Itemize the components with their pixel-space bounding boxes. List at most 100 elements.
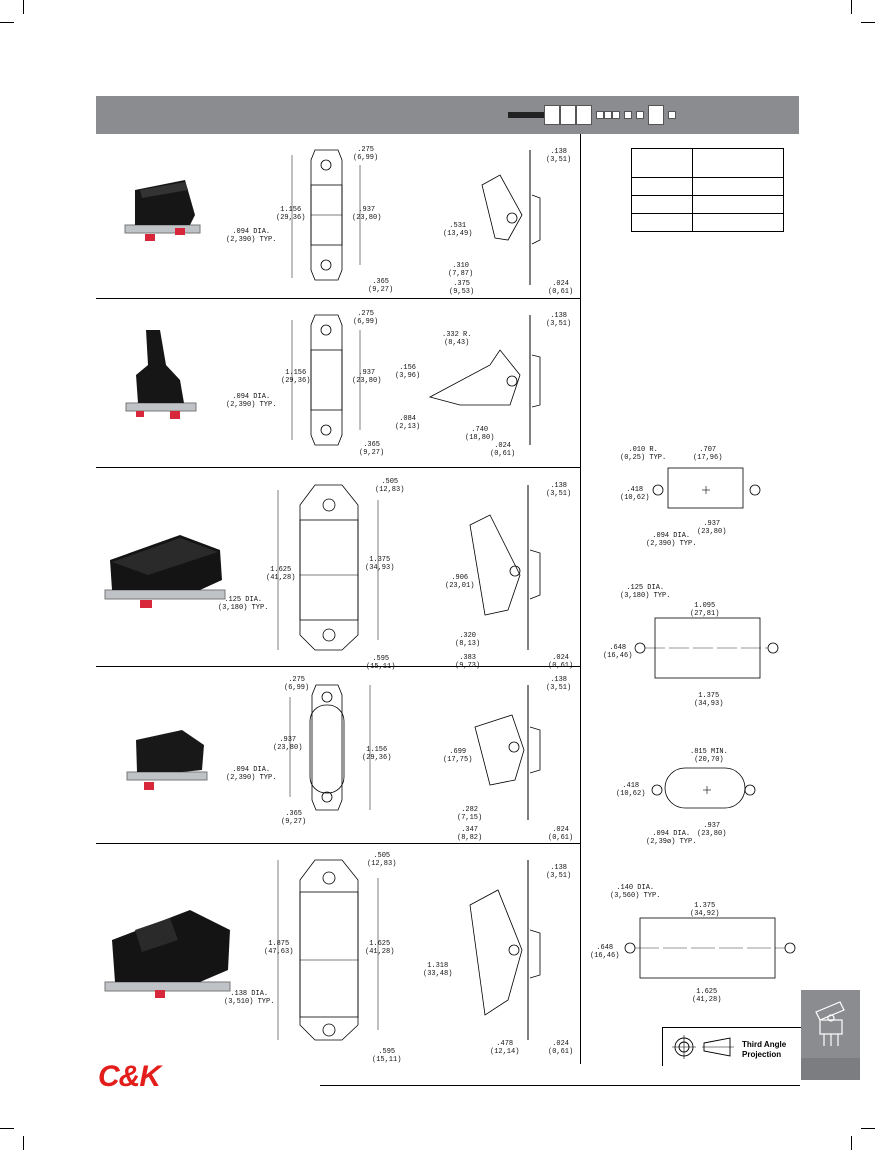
front-view-drawing xyxy=(277,859,379,1041)
dim-rocker: .699 (17,75) xyxy=(443,748,473,764)
row-divider xyxy=(96,666,580,667)
dim-pitch: .937 (23,80) xyxy=(697,822,727,838)
dim-throw: .310 (7,87) xyxy=(448,262,474,278)
side-view-drawing xyxy=(469,860,541,1040)
dim-throw: .320 (8,13) xyxy=(455,632,481,648)
projection-label-line1: Third Angle xyxy=(742,1040,787,1049)
dim-base: .478 (12,14) xyxy=(490,1040,520,1056)
row-divider xyxy=(96,298,580,299)
part-code-box xyxy=(596,111,604,119)
dim-height: 1.156 (29,36) xyxy=(362,746,392,762)
dim-width: .505 (12,83) xyxy=(375,478,405,494)
dim-hole: .094 DIA. (2,390) TYP. xyxy=(646,532,697,548)
side-view-drawing xyxy=(469,485,541,650)
crop-mark xyxy=(0,22,14,23)
dim-base: .375 (9,53) xyxy=(449,280,475,296)
dim-pitch: .937 (23,80) xyxy=(352,206,382,222)
dim-offset-a: .156 (3,96) xyxy=(395,364,421,380)
dim-bottom: .595 (15,11) xyxy=(372,1048,402,1064)
dim-thickness: .024 (0,61) xyxy=(548,654,574,670)
part-code-box xyxy=(636,111,644,119)
dim-width: .815 MIN. (20,70) xyxy=(690,748,728,764)
dim-width: .275 (6,99) xyxy=(284,676,310,692)
rocker-switch-tab-icon xyxy=(815,1001,845,1046)
part-code-box xyxy=(544,105,560,125)
dim-height: 1.875 (47,63) xyxy=(264,940,294,956)
dim-top: .138 (3,51) xyxy=(546,864,572,880)
crop-mark xyxy=(851,1136,852,1150)
dim-hole: .094 DIA. (2,390) TYP. xyxy=(226,228,277,244)
dim-hole: .140 DIA. (3,560) TYP. xyxy=(610,884,661,900)
dim-width: .707 (17,96) xyxy=(693,446,723,462)
dim-width: .275 (6,99) xyxy=(353,310,379,326)
dim-width: 1.375 (34,92) xyxy=(690,902,720,918)
dim-width: 1.095 (27,81) xyxy=(690,602,720,618)
section-tab-footer xyxy=(801,1058,860,1080)
crop-mark xyxy=(23,0,24,14)
panel-cutout-drawing xyxy=(634,617,779,679)
part-code-box xyxy=(648,105,664,125)
dim-hole: .094 DIA. (2,39ø) TYP. xyxy=(646,830,697,846)
dim-hole: .125 DIA. (3,180) TYP. xyxy=(218,596,269,612)
dim-thickness: .024 (0,61) xyxy=(490,442,516,458)
dim-pitch: .937 (23,80) xyxy=(273,736,303,752)
dim-pitch: 1.375 (34,93) xyxy=(365,556,395,572)
projection-label: Third Angle Projection xyxy=(742,1040,786,1060)
header-band xyxy=(96,96,799,134)
projection-legend-box xyxy=(662,1027,801,1066)
options-table xyxy=(631,148,784,232)
brand-logo: C&K xyxy=(98,1060,161,1093)
part-code-box xyxy=(668,111,676,119)
dim-corner-radius: .010 R. (0,25) TYP. xyxy=(620,446,667,462)
side-view-drawing xyxy=(428,315,541,445)
dim-rocker: 1.318 (33,48) xyxy=(423,962,453,978)
front-view-drawing xyxy=(289,684,371,811)
dim-height: .418 (10,62) xyxy=(616,782,646,798)
rocker-switch-photo xyxy=(126,730,208,790)
panel-cutout-drawing xyxy=(624,917,796,979)
part-code-box xyxy=(612,111,620,119)
crop-mark xyxy=(861,1128,875,1129)
dim-base: .383 (9,73) xyxy=(455,654,481,670)
dim-base: .347 (8,82) xyxy=(457,826,483,842)
part-code-box xyxy=(604,111,612,119)
part-code-box xyxy=(576,105,592,125)
dim-width: .275 (6,99) xyxy=(353,146,379,162)
dim-top: .138 (3,51) xyxy=(546,676,572,692)
dim-height: 1.156 (29,36) xyxy=(281,369,311,385)
dim-hole: .094 DIA. (2,390) TYP. xyxy=(226,393,277,409)
front-view-drawing xyxy=(277,484,379,651)
dim-bottom: .365 (9,27) xyxy=(281,810,307,826)
dim-throw: .740 (18,80) xyxy=(465,426,495,442)
row-divider xyxy=(96,467,580,468)
dim-pitch: 1.625 (41,28) xyxy=(365,940,395,956)
dim-offset-b: .084 (2,13) xyxy=(395,415,421,431)
front-view-drawing xyxy=(291,314,361,446)
dim-top: .138 (3,51) xyxy=(546,482,572,498)
panel-cutout-drawing xyxy=(651,767,756,809)
side-view-drawing xyxy=(474,685,541,820)
dim-pitch: 1.375 (34,93) xyxy=(694,692,724,708)
dim-thickness: .024 (0,61) xyxy=(548,280,574,296)
crop-mark xyxy=(861,22,875,23)
dim-bottom: .365 (9,27) xyxy=(359,441,385,457)
dim-radius: .332 R. (8,43) xyxy=(442,331,472,347)
dim-hole: .138 DIA. (3,510) TYP. xyxy=(224,990,275,1006)
dim-hole: .094 DIA. (2,390) TYP. xyxy=(226,766,277,782)
crop-mark xyxy=(0,1128,14,1129)
dim-height: .418 (10,62) xyxy=(620,486,650,502)
panel-cutout-drawing xyxy=(652,467,761,509)
dim-height: .648 (16,46) xyxy=(590,944,620,960)
front-view-drawing xyxy=(291,149,361,281)
rocker-switch-photo xyxy=(104,910,231,998)
rocker-switch-photo xyxy=(124,180,201,241)
crop-mark xyxy=(851,0,852,14)
dim-rocker: .531 (13,49) xyxy=(443,222,473,238)
rocker-switch-photo xyxy=(125,330,197,419)
dim-hole: .125 DIA. (3,180) TYP. xyxy=(620,584,671,600)
dim-bottom: .365 (9,27) xyxy=(368,278,394,294)
projection-label-line2: Projection xyxy=(742,1050,782,1059)
rocker-switch-photo xyxy=(104,535,226,608)
dim-throw: .282 (7,15) xyxy=(457,806,483,822)
dim-thickness: .024 (0,61) xyxy=(548,1040,574,1056)
